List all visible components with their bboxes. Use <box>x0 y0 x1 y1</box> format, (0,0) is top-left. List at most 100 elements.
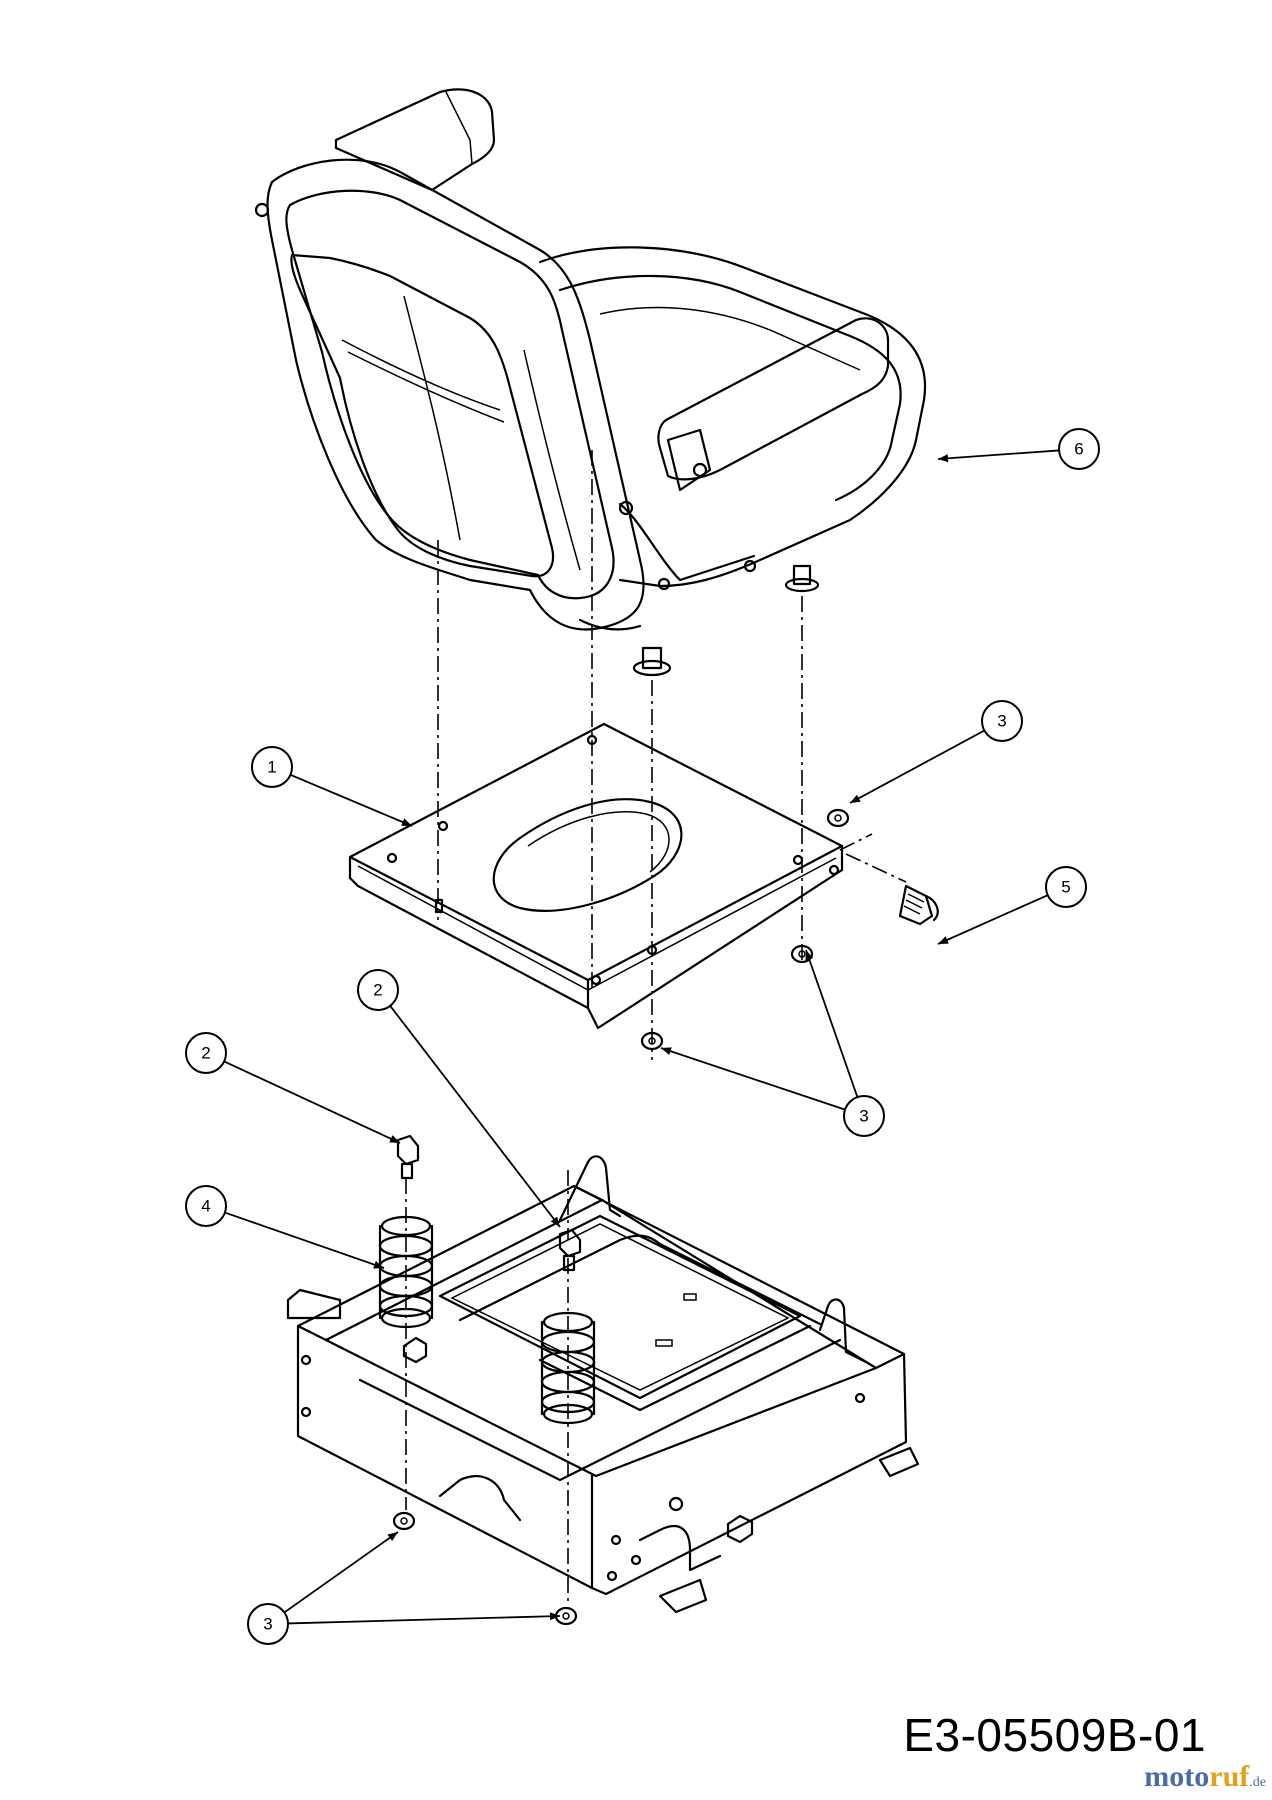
callout-circle <box>1058 428 1100 470</box>
seat-left-armrest <box>334 88 496 192</box>
shoulder-bolt <box>898 884 939 926</box>
seat-backrest-inner <box>285 189 615 600</box>
callout-label: 3 <box>263 1615 272 1634</box>
brand-part2: ruf <box>1209 1760 1250 1793</box>
compression-spring-right <box>540 1311 596 1425</box>
callout-4: 4 <box>185 1185 385 1269</box>
frame-cross-member-edge <box>450 1223 790 1391</box>
leader-arrowhead <box>549 1612 560 1621</box>
frame-top-rail-left <box>296 1184 604 1342</box>
plate-cutout-inner <box>527 811 670 873</box>
leader-arrowhead <box>805 950 814 961</box>
frame-hole <box>300 1354 312 1366</box>
frame-front-cutout <box>438 1475 522 1522</box>
leader-arrowhead <box>387 1532 398 1542</box>
leader-arrowhead <box>401 818 412 826</box>
callout-label: 4 <box>201 1197 210 1216</box>
callout-3: 3 <box>849 700 1023 804</box>
frame-hole <box>630 1554 642 1566</box>
seat-bolt-head <box>254 202 270 218</box>
frame-slot <box>655 1339 673 1347</box>
seat-bolt-head <box>657 577 671 591</box>
frame-hex-cutout <box>402 1336 428 1364</box>
callout-circle <box>247 1603 289 1645</box>
seat-armrest-bracket <box>666 428 712 492</box>
hex-nut-plate-center <box>640 1031 664 1051</box>
seat-stud-center <box>632 646 672 677</box>
brand-logo: motoruf.de <box>1144 1760 1266 1794</box>
frame-tab-left <box>286 1288 342 1320</box>
frame-hex-cutout <box>726 1514 754 1544</box>
frame-hole <box>854 1392 866 1404</box>
leader-arrowhead <box>373 1260 384 1269</box>
frame-hole <box>610 1534 622 1546</box>
leader-line <box>389 1005 561 1228</box>
frame-front-face <box>296 1324 594 1590</box>
leader-line <box>287 1615 561 1625</box>
frame-slide-rail-right <box>538 1324 812 1412</box>
leader-arrowhead <box>389 1135 400 1143</box>
seat-side-rail <box>618 502 756 582</box>
seat-frame <box>286 1155 920 1614</box>
seat-armrest-bolt <box>692 462 708 478</box>
callout-circle <box>251 746 293 788</box>
frame-hole <box>668 1496 684 1512</box>
leader-arrowhead <box>661 1047 672 1055</box>
leader-line <box>660 1047 846 1111</box>
compression-spring-left <box>378 1215 434 1329</box>
frame-cross-member-upper <box>438 1214 802 1400</box>
seat-right-armrest <box>657 317 890 481</box>
plate-hole <box>386 852 398 864</box>
callout-1: 1 <box>251 746 413 827</box>
seat-cushion-seam <box>599 306 861 371</box>
callout-circle <box>843 1095 885 1137</box>
frame-slot <box>683 1293 697 1301</box>
frame-slide-rail-left <box>458 1234 822 1326</box>
frame-side-cutout <box>638 1525 722 1572</box>
brand-part1: moto <box>1144 1760 1210 1793</box>
leader-line <box>849 729 985 804</box>
callout-5: 5 <box>937 866 1087 945</box>
leader-line <box>937 449 1060 460</box>
plate-oval-cutout <box>492 798 683 912</box>
callout-label: 1 <box>267 758 276 777</box>
leader-arrowhead <box>938 936 949 944</box>
plate-hole <box>590 974 602 986</box>
seat-stud-right <box>784 564 820 593</box>
diagram-code: E3-05509B-01 <box>903 1709 1206 1761</box>
brand-suffix: .de <box>1249 1775 1266 1790</box>
frame-tab-right <box>878 1446 920 1478</box>
leader-line <box>223 1060 401 1144</box>
seat-panel-seam <box>403 295 461 541</box>
seat-assembly <box>254 88 927 677</box>
callout-label: 2 <box>201 1044 210 1063</box>
plate-front-flange <box>348 855 590 1010</box>
seat-panel-seam <box>341 339 501 411</box>
leader-line <box>224 1211 385 1269</box>
plate-hole <box>792 854 804 866</box>
callout-label: 3 <box>997 712 1006 731</box>
seat-panel-seam <box>347 351 505 423</box>
hex-nut-upper <box>826 808 850 828</box>
seat-backrest-shell <box>266 158 645 631</box>
plate-hole <box>828 864 840 876</box>
hex-nut-plate-right <box>790 944 814 964</box>
seat-bolt-head <box>618 500 634 516</box>
callout-circle <box>185 1032 227 1074</box>
callout-circle <box>357 969 399 1011</box>
callout-circle <box>185 1185 227 1227</box>
leader-arrowhead <box>850 794 861 803</box>
plate-stud <box>434 898 444 914</box>
callout-label: 5 <box>1061 878 1070 897</box>
seat-mounting-plate <box>348 722 844 1030</box>
frame-tab-front <box>658 1578 708 1614</box>
callout-label: 3 <box>859 1107 868 1126</box>
plate-top-face <box>348 722 844 982</box>
seat-bolt-head <box>743 559 757 573</box>
leader-line <box>283 1531 399 1614</box>
frame-bracket-right <box>818 1298 868 1364</box>
callout-label: 6 <box>1074 440 1083 459</box>
